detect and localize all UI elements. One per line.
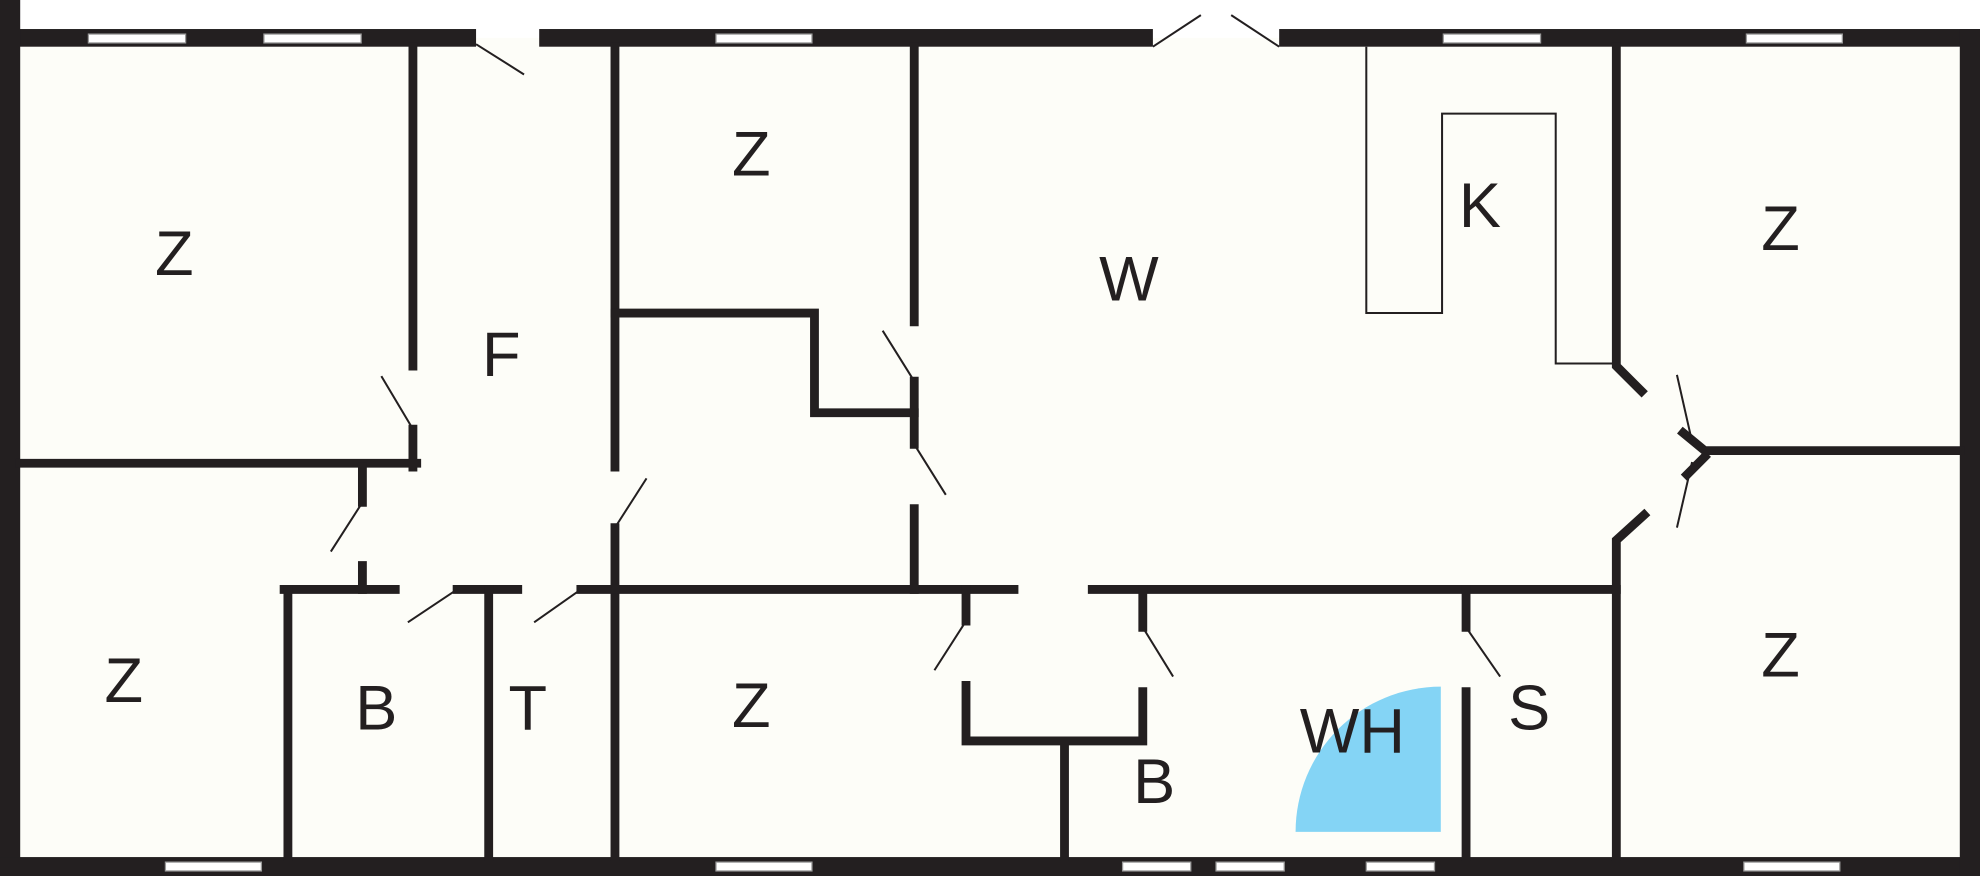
room-label: T xyxy=(509,674,548,744)
windows xyxy=(87,33,1843,872)
room-label: Z xyxy=(1761,621,1800,691)
interior-walls xyxy=(15,42,1965,862)
room-label: F xyxy=(482,320,521,390)
floor xyxy=(6,37,1972,866)
room-label: K xyxy=(1459,171,1501,241)
room-label: Z xyxy=(1761,194,1800,264)
room-label: Z xyxy=(732,119,771,189)
whirlpool-tub xyxy=(1295,686,1441,832)
room-label: Z xyxy=(732,671,771,741)
room-labels: Z F Z W K Z Z B T Z B WH S Z xyxy=(104,119,1799,816)
doors xyxy=(329,14,1694,678)
room-label: Z xyxy=(104,646,143,716)
room-label: WH xyxy=(1300,696,1405,766)
room-label: B xyxy=(1133,747,1175,817)
room-label: Z xyxy=(155,219,194,289)
room-label: S xyxy=(1508,674,1550,744)
kitchen-counter xyxy=(1365,46,1617,365)
room-label: W xyxy=(1099,244,1159,314)
room-label: B xyxy=(355,674,397,744)
